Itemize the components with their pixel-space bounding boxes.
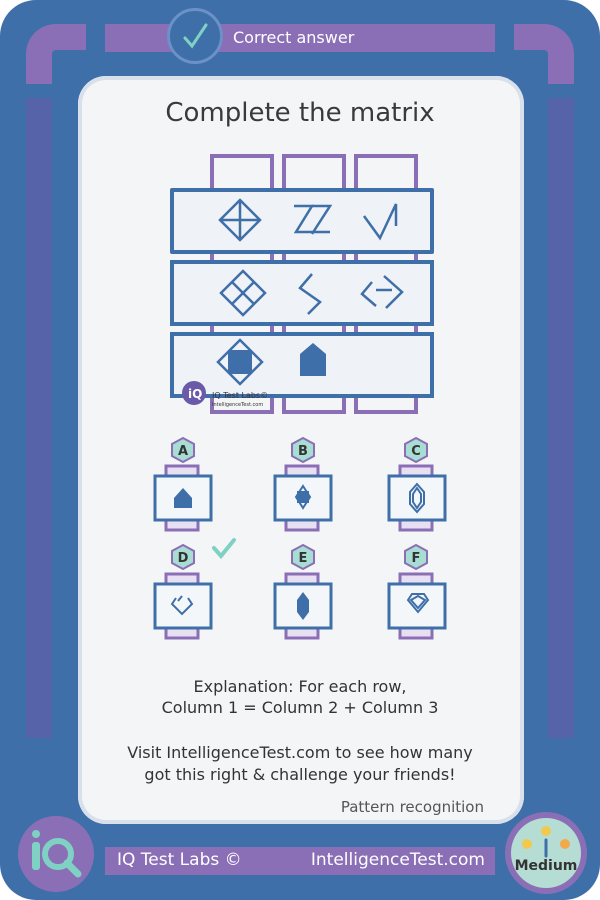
option-letter: C bbox=[411, 444, 421, 459]
watermark: iQ IQ Test Labs© IntelligenceTest.com bbox=[182, 381, 268, 408]
watermark-sub: IntelligenceTest.com bbox=[212, 402, 263, 408]
iq-logo bbox=[18, 816, 94, 892]
cta-line-2: got this right & challenge your friends! bbox=[144, 765, 456, 784]
option-letter: E bbox=[299, 551, 308, 566]
hexagon-outline-icon bbox=[409, 482, 425, 514]
watermark-text: IQ Test Labs© bbox=[212, 391, 268, 400]
status-text: Correct answer bbox=[233, 28, 355, 47]
house-shape-icon bbox=[174, 488, 192, 508]
footer-site-link[interactable]: IntelligenceTest.com bbox=[310, 850, 485, 870]
row-3 bbox=[170, 332, 434, 398]
svg-text:iQ: iQ bbox=[188, 387, 202, 401]
left-rail bbox=[26, 98, 52, 738]
house-shape-icon bbox=[300, 343, 326, 376]
arrow-pair-icon bbox=[360, 275, 404, 309]
diamond-square-icon bbox=[216, 338, 264, 386]
option-letter: F bbox=[412, 551, 421, 566]
explanation-line-1: Explanation: For each row, bbox=[193, 677, 407, 696]
option-d[interactable]: D bbox=[153, 538, 236, 640]
magnifier-icon bbox=[32, 830, 82, 878]
bracket-icon bbox=[298, 273, 322, 315]
option-letter: D bbox=[178, 551, 189, 566]
difficulty-gauge-icon bbox=[522, 826, 570, 858]
right-rail bbox=[548, 98, 574, 738]
explanation-line-2: Column 1 = Column 2 + Column 3 bbox=[161, 698, 439, 717]
check-icon bbox=[183, 23, 208, 49]
footer-banner: IQ Test Labs © IntelligenceTest.com bbox=[105, 847, 495, 875]
difficulty-badge: Medium bbox=[505, 812, 587, 894]
row-2 bbox=[170, 260, 434, 326]
corner-tl bbox=[26, 24, 86, 84]
page-title: Complete the matrix bbox=[165, 98, 435, 128]
diagonal-zigzag-icon bbox=[362, 203, 398, 241]
option-c[interactable]: C bbox=[387, 436, 447, 532]
option-f[interactable]: F bbox=[387, 543, 447, 640]
diamond-grid-icon bbox=[219, 269, 267, 317]
chevron-pair-icon bbox=[170, 595, 194, 616]
correct-check-icon bbox=[212, 538, 236, 560]
gem-icon bbox=[406, 593, 430, 614]
footer-brand: IQ Test Labs © bbox=[117, 850, 242, 870]
hexagon-filled-icon bbox=[297, 592, 309, 620]
option-a[interactable]: A bbox=[153, 436, 213, 532]
row-1 bbox=[170, 188, 434, 254]
option-letter: B bbox=[298, 444, 308, 459]
option-b[interactable]: B bbox=[273, 436, 333, 532]
option-letter: A bbox=[178, 444, 188, 459]
difficulty-label: Medium bbox=[514, 858, 578, 874]
diamond-square-small-icon bbox=[294, 484, 312, 510]
category-label: Pattern recognition bbox=[340, 798, 484, 816]
zigzag-icon bbox=[293, 204, 333, 235]
option-e[interactable]: E bbox=[273, 543, 333, 640]
diamond-cross-icon bbox=[218, 198, 262, 242]
cta-line-1: Visit IntelligenceTest.com to see how ma… bbox=[127, 743, 473, 762]
check-badge bbox=[167, 8, 223, 64]
